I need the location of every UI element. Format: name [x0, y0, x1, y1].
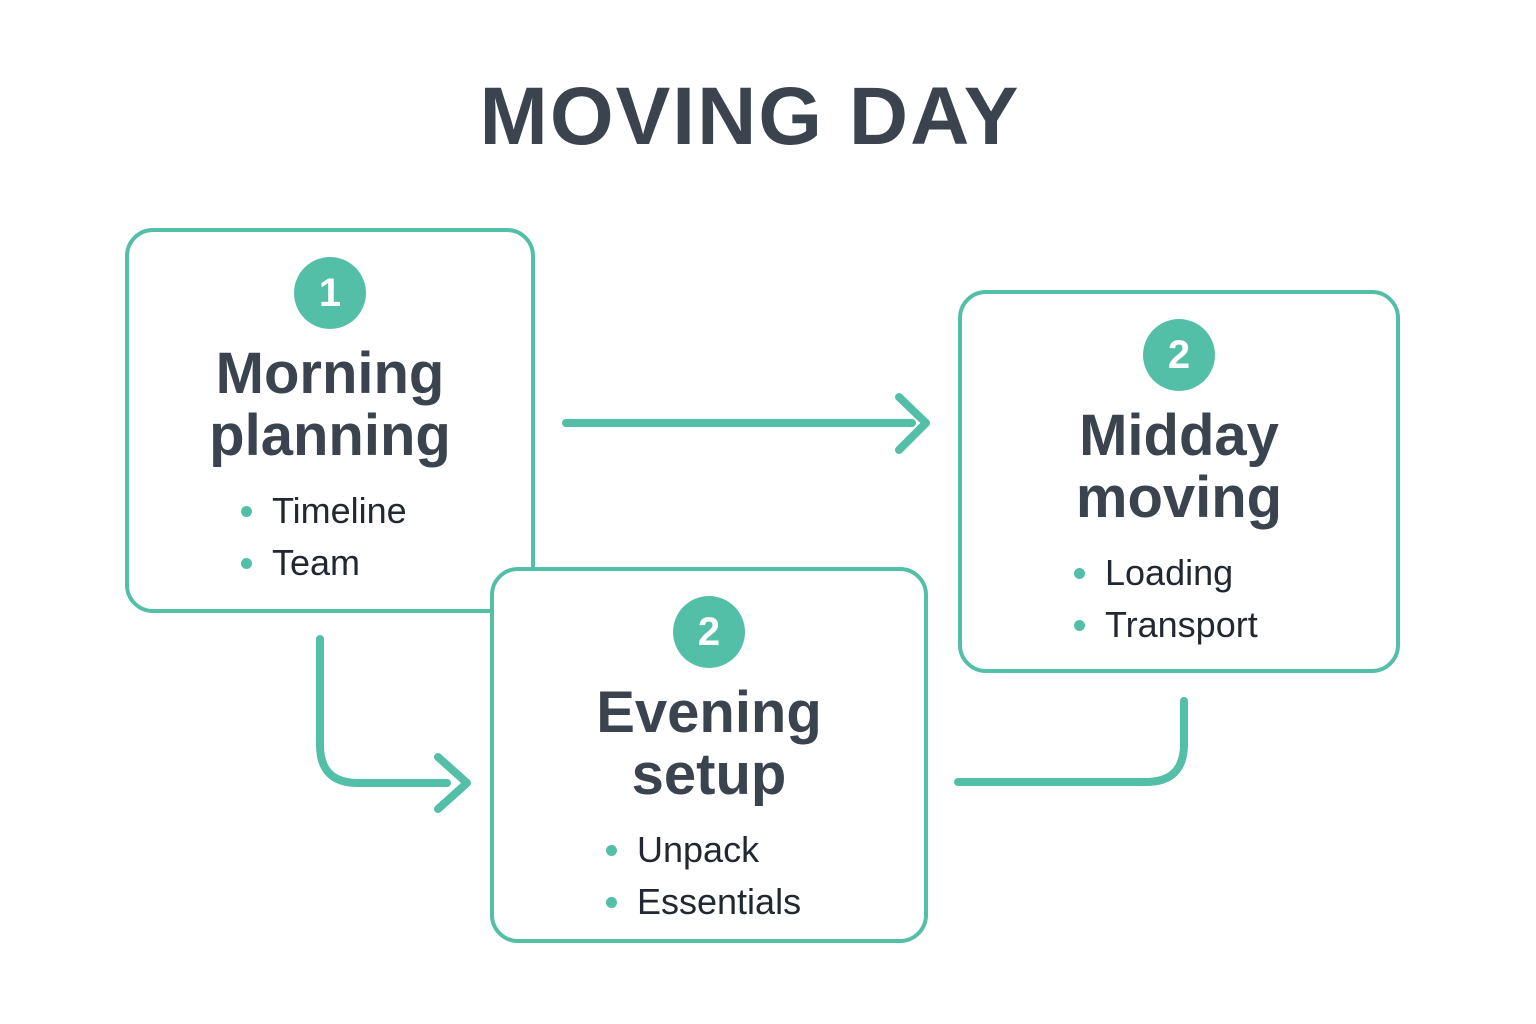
list-item: Team	[241, 537, 407, 589]
bullet-label: Timeline	[272, 490, 407, 532]
step-bullets: Unpack Essentials	[606, 824, 801, 928]
bullet-label: Team	[272, 542, 361, 584]
step-bullets: Timeline Team	[241, 485, 407, 589]
bullet-dot-icon	[241, 505, 252, 517]
bullet-label: Essentials	[637, 881, 802, 923]
bullet-label: Loading	[1105, 552, 1234, 594]
bullet-dot-icon	[606, 844, 617, 856]
arrow-step1-to-step3-icon	[316, 635, 471, 813]
list-item: Loading	[1074, 547, 1258, 599]
step-number-badge: 2	[673, 596, 745, 668]
bullet-dot-icon	[1074, 567, 1085, 579]
list-item: Essentials	[606, 876, 801, 928]
step-card-evening-setup: 2 Evening setup Unpack Essentials	[490, 567, 928, 943]
bullet-label: Unpack	[637, 829, 760, 871]
step-number-badge: 1	[294, 257, 366, 329]
step-number-badge: 2	[1143, 319, 1215, 391]
arrow-step1-to-step2-icon	[562, 393, 930, 454]
list-item: Transport	[1074, 599, 1258, 651]
step-title: Morning planning	[209, 341, 451, 469]
list-item: Timeline	[241, 485, 407, 537]
bullet-dot-icon	[606, 896, 617, 908]
step-card-morning-planning: 1 Morning planning Timeline Team	[125, 228, 535, 613]
step-card-midday-moving: 2 Midday moving Loading Transport	[958, 290, 1400, 673]
bullet-dot-icon	[1074, 619, 1085, 631]
list-item: Unpack	[606, 824, 801, 876]
bullet-label: Transport	[1105, 604, 1258, 646]
connector-step3-to-step2-icon	[954, 697, 1188, 786]
step-title: Evening setup	[596, 680, 822, 808]
step-bullets: Loading Transport	[1074, 547, 1258, 651]
bullet-dot-icon	[241, 557, 252, 569]
page-title: MOVING DAY	[479, 71, 1021, 162]
step-title: Midday moving	[1075, 403, 1283, 531]
